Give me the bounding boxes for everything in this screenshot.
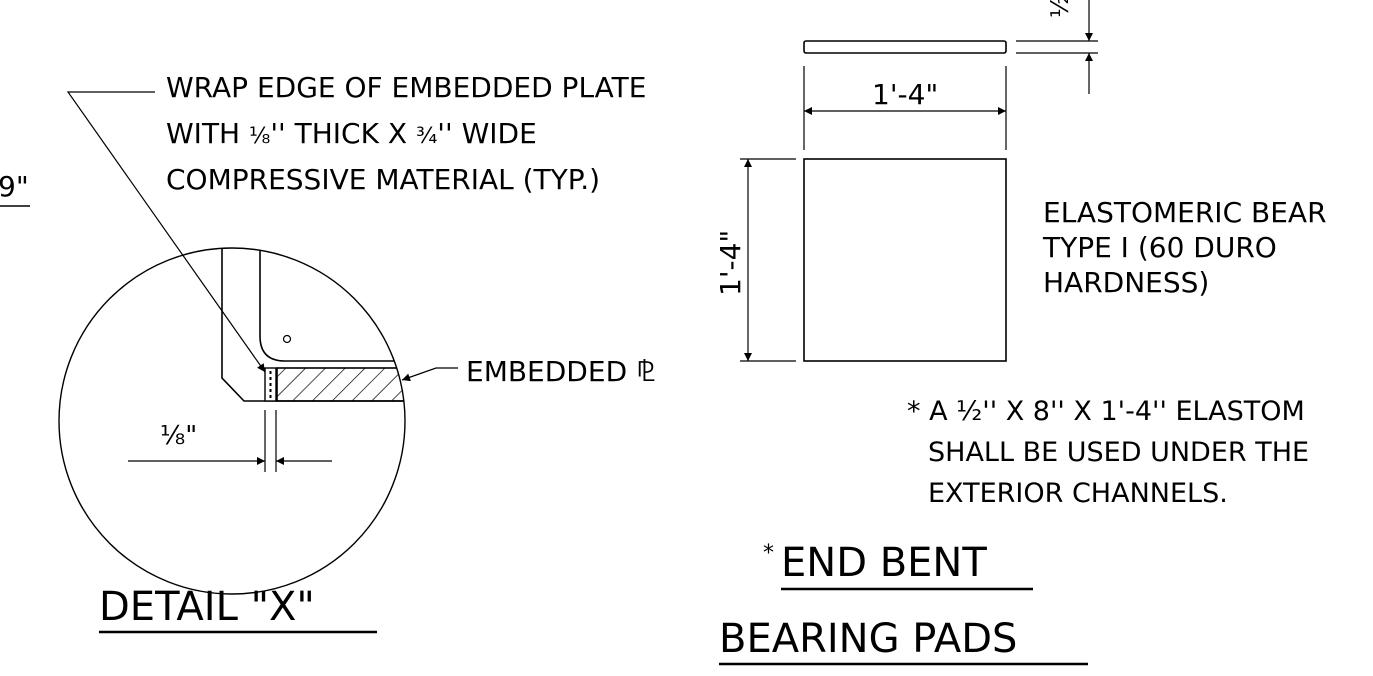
detail-circle	[58, 247, 406, 595]
pad-edge-view	[803, 40, 1007, 54]
callout-line1: WRAP EDGE OF EMBEDDED PLATE	[166, 71, 646, 104]
note-line1: * A ½'' X 8'' X 1'-4'' ELASTOM	[907, 396, 1305, 427]
pad-plan-view	[803, 158, 1007, 362]
title2-line1: END BENT	[781, 540, 987, 586]
bearing-spec-line1: ELASTOMERIC BEAR	[1043, 196, 1327, 229]
callout-line2: WITH ⅛'' THICK X ¾'' WIDE	[166, 117, 537, 150]
web-outline	[221, 248, 405, 402]
detail-title: DETAIL "X"	[99, 584, 315, 630]
detail-x: 9" WRAP EDGE OF EMBEDDED PLATE WITH ⅛'' …	[0, 71, 655, 634]
callout-line3: COMPRESSIVE MATERIAL (TYP.)	[166, 163, 600, 196]
title2-line2: BEARING PADS	[719, 616, 1017, 662]
note-line2: SHALL BE USED UNDER THE	[928, 437, 1309, 468]
thk-dim-partial: ½	[1046, 0, 1074, 18]
embedded-leader	[401, 367, 458, 382]
title2-asterisk: *	[763, 541, 774, 566]
bearing-pads: ½ 1'-4" 1'-4" ELASTOMERIC BEAR TYPE I (6…	[714, 0, 1327, 666]
pad-width-dim: 1'-4"	[872, 78, 938, 111]
bearing-spec-line3: HARDNESS)	[1043, 266, 1209, 299]
pad-height-dim: 1'-4"	[714, 230, 747, 296]
callout-leader	[66, 91, 266, 373]
gap-dim-label: ⅛"	[160, 421, 197, 451]
note-line3: EXTERIOR CHANNELS.	[928, 478, 1228, 509]
small-hole	[282, 334, 292, 344]
left-dim-partial: 9"	[0, 170, 29, 203]
embedded-label: EMBEDDED ⅊	[466, 355, 655, 388]
bearing-spec-line2: TYPE I (60 DURO	[1042, 231, 1277, 264]
embedded-plate	[276, 367, 405, 402]
